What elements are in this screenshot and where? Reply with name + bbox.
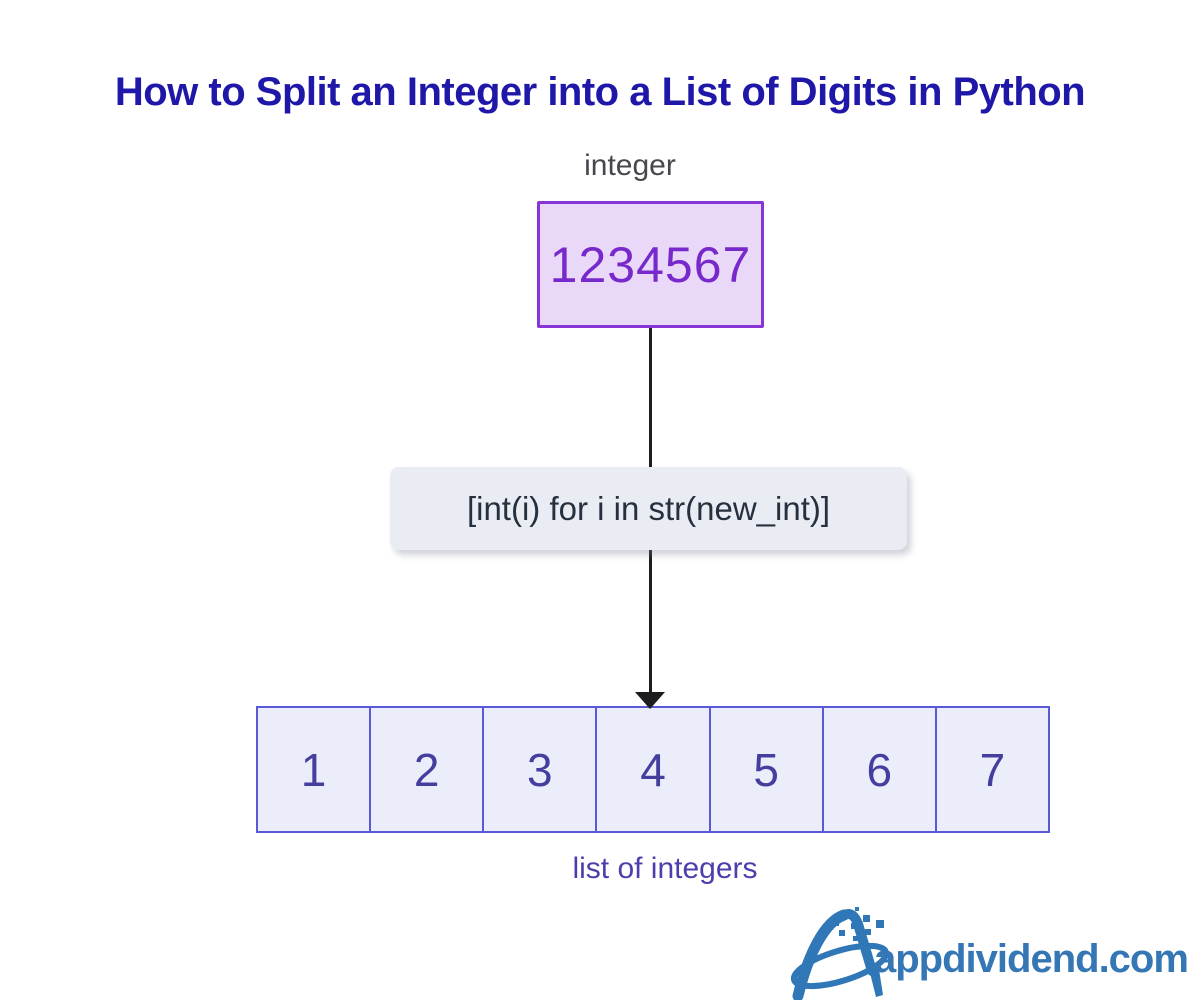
digit-cell-3: 3 bbox=[482, 706, 598, 833]
integer-box: 1234567 bbox=[537, 201, 764, 328]
arrow-head-icon bbox=[635, 692, 665, 709]
digit-cell-4: 4 bbox=[595, 706, 711, 833]
list-of-integers-label: list of integers bbox=[572, 852, 758, 885]
code-expression-text: [int(i) for i in str(new_int)] bbox=[466, 489, 831, 527]
digit-value: 5 bbox=[753, 743, 779, 796]
integer-value: 1234567 bbox=[549, 236, 752, 293]
digit-value: 6 bbox=[866, 743, 893, 796]
page-title: How to Split an Integer into a List of D… bbox=[114, 70, 1086, 114]
digit-value: 7 bbox=[979, 743, 1006, 796]
code-expression-chip: [int(i) for i in str(new_int)] bbox=[390, 467, 907, 550]
appdividend-logo-icon bbox=[790, 907, 890, 1000]
digit-cell-1: 1 bbox=[256, 706, 372, 833]
digit-value: 1 bbox=[300, 743, 327, 796]
digit-list: 1 2 3 4 5 6 7 bbox=[256, 706, 1050, 833]
integer-label: integer bbox=[584, 149, 676, 182]
digit-cell-5: 5 bbox=[708, 706, 824, 833]
digit-cell-7: 7 bbox=[934, 706, 1050, 833]
digit-cell-6: 6 bbox=[821, 706, 937, 833]
digit-cell-2: 2 bbox=[369, 706, 485, 833]
brand-site-name: appdividend.com bbox=[874, 937, 1189, 981]
digit-value: 2 bbox=[413, 743, 440, 796]
digit-value: 4 bbox=[640, 743, 666, 796]
digit-value: 3 bbox=[527, 743, 553, 796]
brand-watermark: appdividend.com bbox=[788, 903, 1192, 1000]
